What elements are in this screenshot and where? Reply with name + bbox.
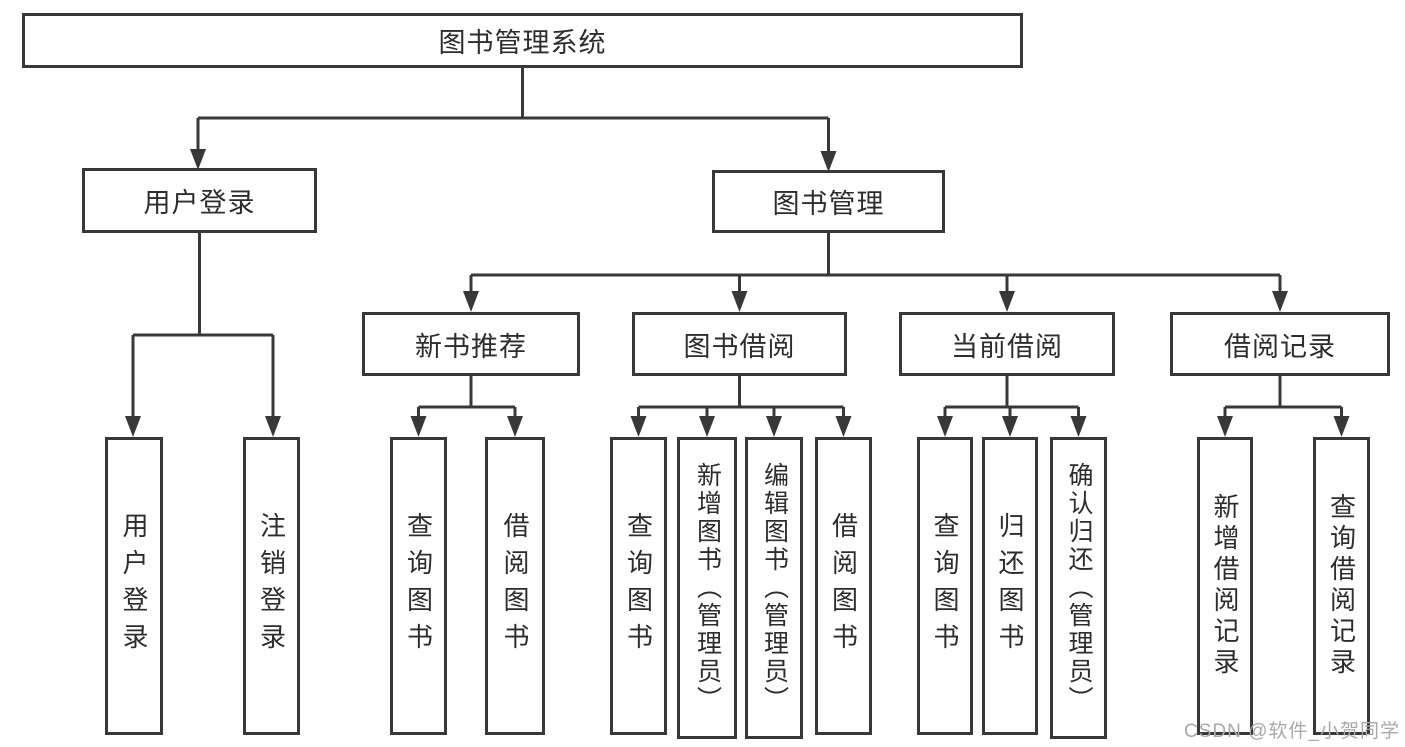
arrowhead xyxy=(630,416,647,437)
leaf-return-book: 归还图书 xyxy=(982,437,1038,735)
node-book-borrow-label: 图书借阅 xyxy=(683,331,796,362)
node-borrow-records: 借阅记录 xyxy=(1170,312,1390,376)
leaf-add-book-admin: 新增图书（管理员） xyxy=(677,437,737,739)
node-new-book-recommend: 新书推荐 xyxy=(362,312,580,376)
leaf-edit-book-admin: 编辑图书（管理员） xyxy=(745,437,803,739)
node-root: 图书管理系统 xyxy=(22,13,1023,68)
arrowhead xyxy=(766,416,782,437)
leaf-query-books-2-label: 查询图书 xyxy=(623,512,654,660)
arrowhead xyxy=(1333,416,1350,437)
leaf-user-login-label: 用户登录 xyxy=(119,512,149,660)
node-borrow-records-label: 借阅记录 xyxy=(1224,331,1336,362)
arrowhead xyxy=(507,416,523,437)
arrowhead xyxy=(463,291,479,312)
arrowhead xyxy=(190,149,206,170)
arrowhead xyxy=(999,291,1015,312)
leaf-query-books-2: 查询图书 xyxy=(610,437,667,735)
leaf-query-books-3-label: 查询图书 xyxy=(930,512,960,660)
arrowhead xyxy=(699,416,715,437)
arrowhead xyxy=(1272,291,1288,312)
leaf-add-borrow-record: 新增借阅记录 xyxy=(1197,437,1253,735)
arrowhead xyxy=(125,416,141,437)
arrowhead xyxy=(731,291,748,312)
arrowhead xyxy=(1002,416,1018,437)
node-book-borrow: 图书借阅 xyxy=(632,312,847,376)
leaf-return-book-label: 归还图书 xyxy=(995,512,1025,660)
csdn-watermark: CSDN @软件_小贺同学 xyxy=(1184,721,1400,742)
connector-paths xyxy=(131,68,1343,420)
arrowhead xyxy=(835,416,852,437)
node-new-book-recommend-label: 新书推荐 xyxy=(415,331,527,362)
leaf-add-book-admin-label: 新增图书（管理员） xyxy=(693,462,722,714)
leaf-borrow-books-2-label: 借阅图书 xyxy=(828,512,859,660)
leaf-confirm-return-admin-label: 确认归还（管理员） xyxy=(1065,462,1093,714)
arrowhead xyxy=(820,151,837,172)
node-book-management-label: 图书管理 xyxy=(772,189,885,219)
leaf-logout-label: 注销登录 xyxy=(256,512,287,660)
leaf-query-books-1: 查询图书 xyxy=(390,437,447,735)
leaf-logout: 注销登录 xyxy=(243,437,300,735)
leaf-query-books-3: 查询图书 xyxy=(917,437,973,735)
node-current-borrow: 当前借阅 xyxy=(899,312,1115,376)
leaf-user-login: 用户登录 xyxy=(105,437,163,735)
arrowhead xyxy=(410,416,427,437)
arrowhead xyxy=(265,416,281,437)
arrowhead xyxy=(1217,416,1233,437)
node-user-login-label: 用户登录 xyxy=(143,188,256,218)
leaf-query-borrow-record-label: 查询借阅记录 xyxy=(1326,493,1357,679)
arrowheads xyxy=(125,149,1350,437)
leaf-borrow-books-1-label: 借阅图书 xyxy=(500,512,530,660)
leaf-borrow-books-1: 借阅图书 xyxy=(485,437,545,735)
node-root-label: 图书管理系统 xyxy=(438,28,607,58)
leaf-query-books-1-label: 查询图书 xyxy=(403,512,434,660)
leaf-borrow-books-2: 借阅图书 xyxy=(815,437,872,735)
arrowhead xyxy=(1070,416,1087,437)
leaf-edit-book-admin-label: 编辑图书（管理员） xyxy=(760,462,789,714)
leaf-confirm-return-admin: 确认归还（管理员） xyxy=(1050,437,1107,739)
node-user-login: 用户登录 xyxy=(82,168,317,233)
leaf-add-borrow-record-label: 新增借阅记录 xyxy=(1210,493,1240,679)
leaf-query-borrow-record: 查询借阅记录 xyxy=(1313,437,1370,735)
node-current-borrow-label: 当前借阅 xyxy=(951,331,1063,362)
arrowhead xyxy=(937,416,953,437)
node-book-management: 图书管理 xyxy=(712,170,945,233)
